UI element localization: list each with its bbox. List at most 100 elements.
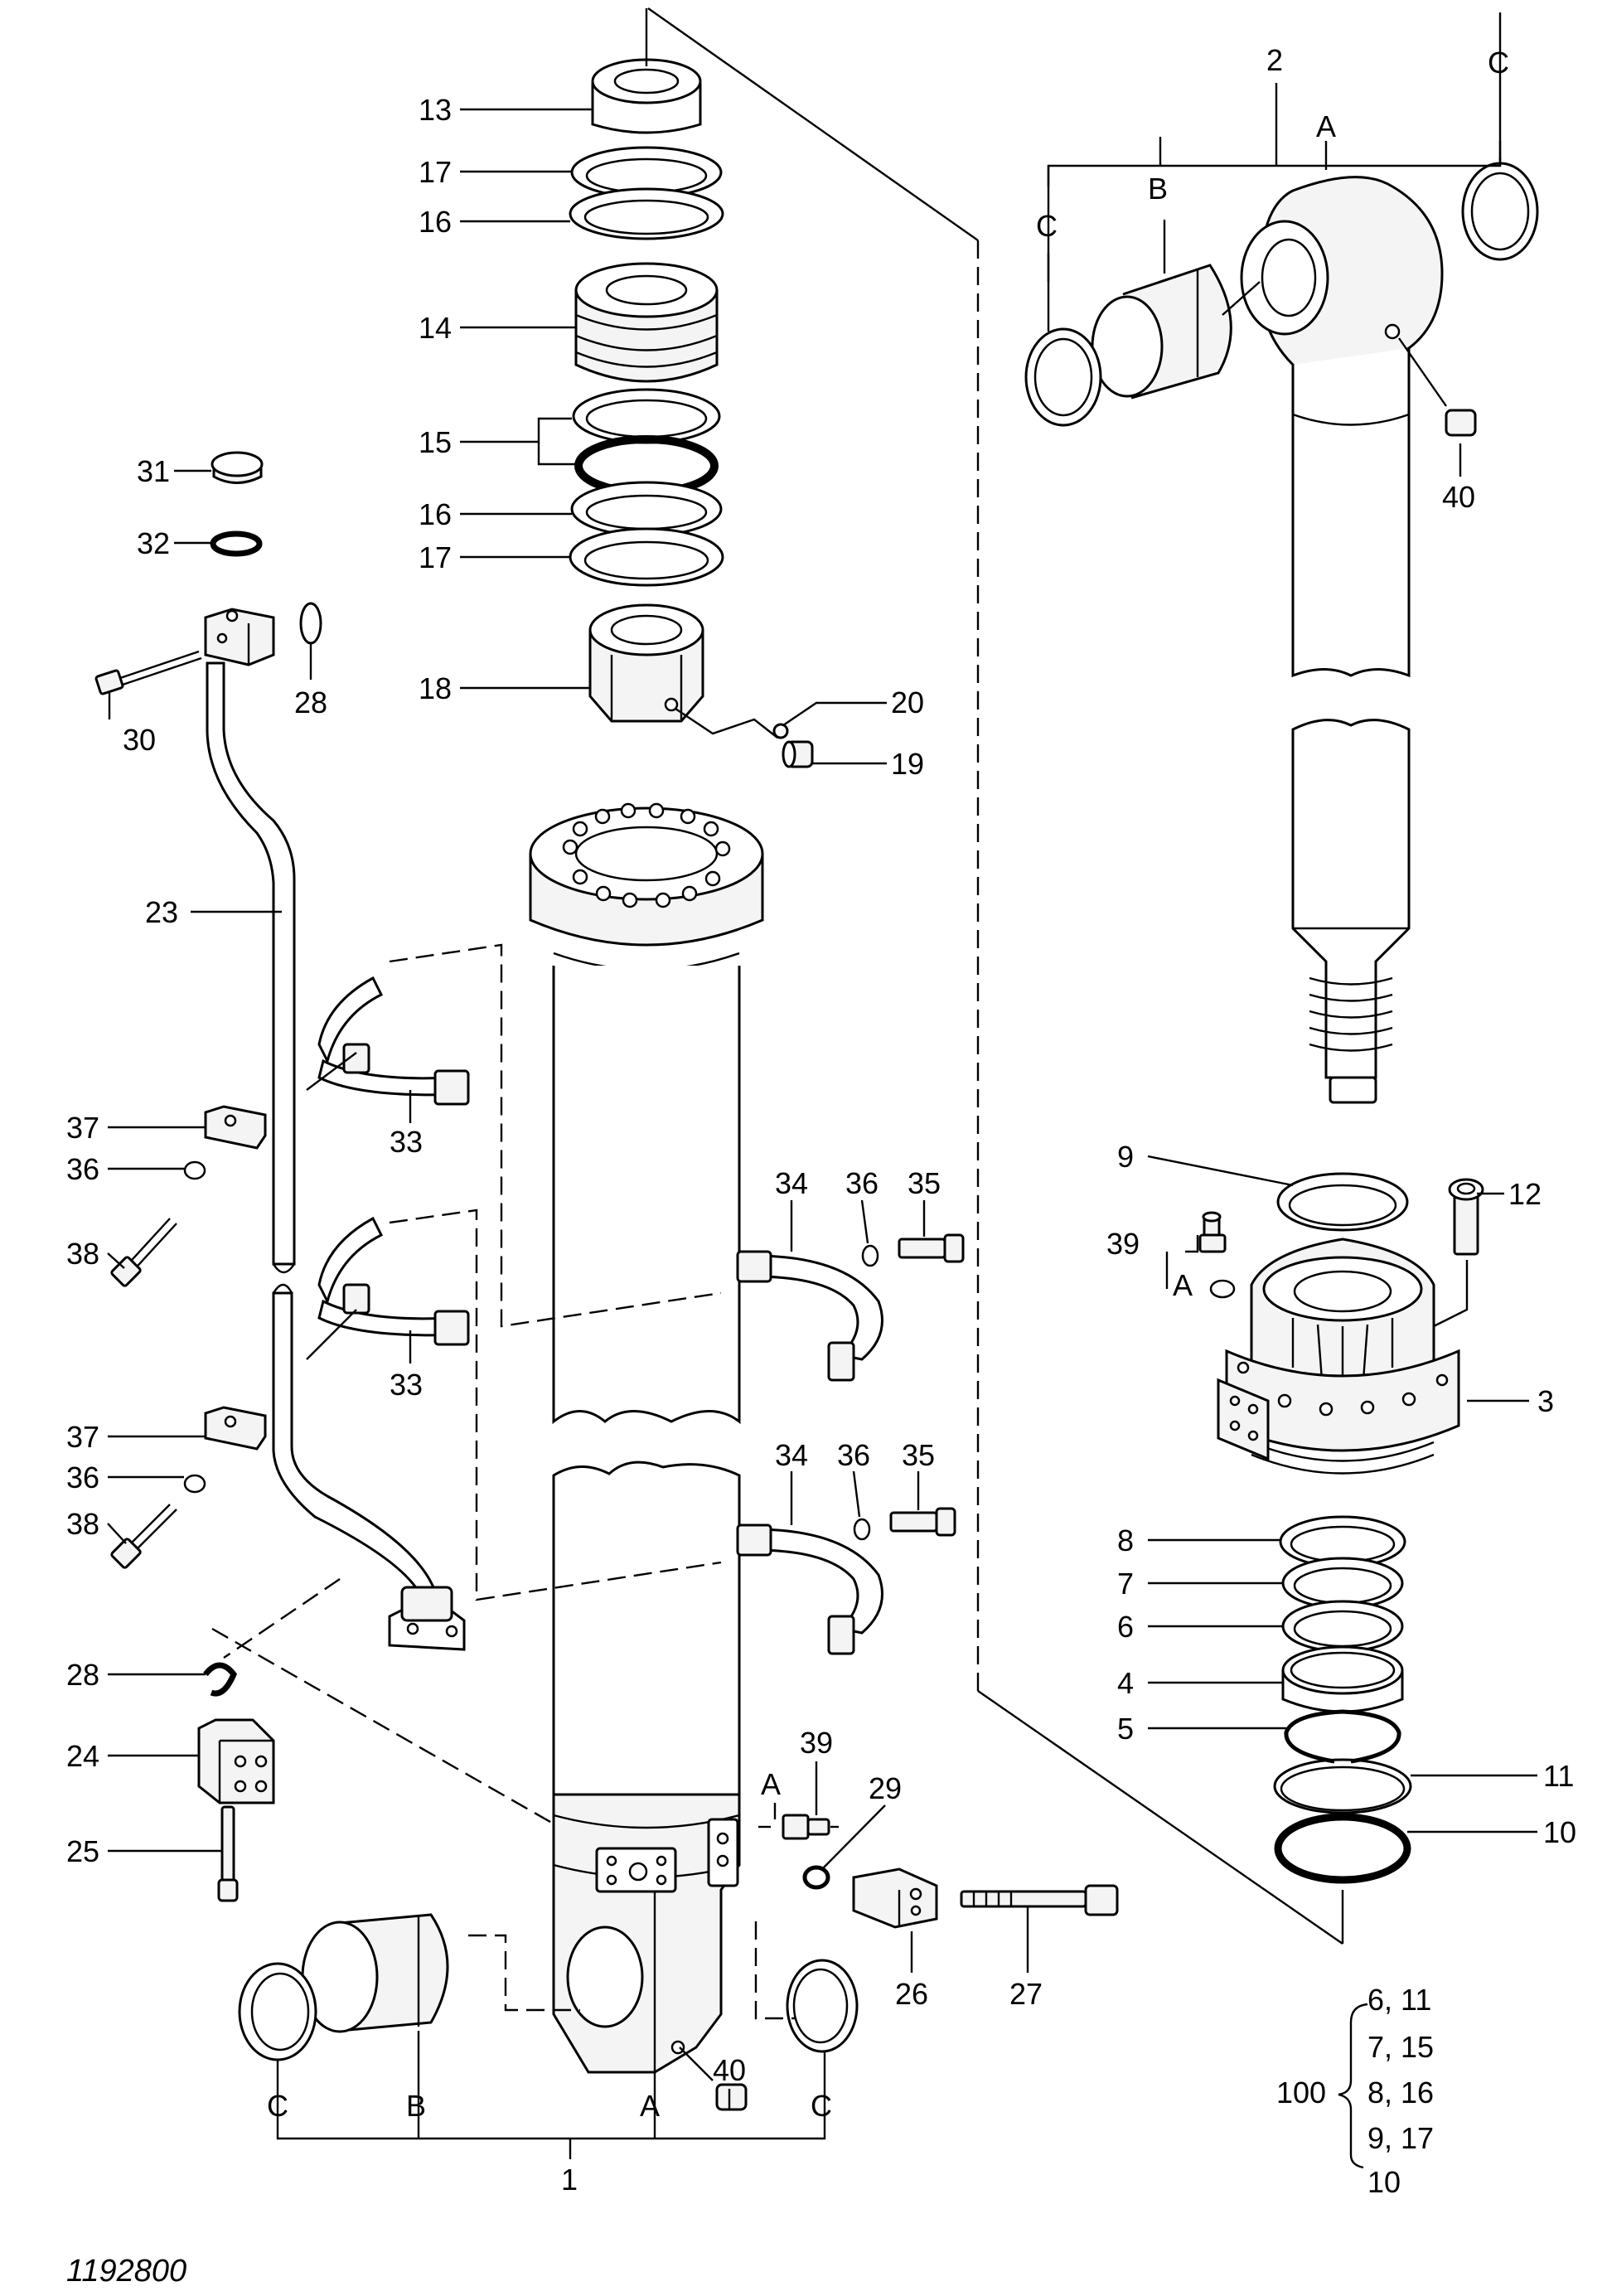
seal-c-tube-right: [786, 1959, 859, 2053]
washer-36-left-lower: [183, 1474, 206, 1494]
letter-a-39-tube: A: [761, 1767, 781, 1801]
label-31: 31: [137, 454, 170, 488]
piston-stack: [569, 8, 814, 768]
letter-b-tube: B: [406, 2089, 426, 2123]
bolt-35-lower: [889, 1507, 956, 1537]
label-36a: 36: [66, 1152, 99, 1186]
cylinder-tube-1: [529, 802, 764, 2074]
block-24: [197, 1718, 275, 1804]
label-39b: 39: [1106, 1227, 1140, 1261]
label-39a: 39: [800, 1726, 833, 1760]
label-1: 1: [561, 2163, 578, 2197]
seal-c-head-right: [1461, 162, 1539, 261]
flange-bolt-holes: [562, 802, 731, 908]
label-34b: 34: [775, 1438, 808, 1472]
label-13: 13: [419, 93, 452, 127]
seal-c-tube-left: [238, 1962, 317, 2061]
label-3: 3: [1537, 1384, 1554, 1418]
label-12: 12: [1508, 1177, 1542, 1211]
label-8: 8: [1117, 1523, 1134, 1557]
label-37b: 37: [66, 1420, 99, 1454]
label-28a: 28: [294, 685, 327, 719]
o-ring-29: [802, 1865, 830, 1890]
label-35a: 35: [908, 1166, 941, 1200]
clamp-34-lower: [736, 1523, 883, 1655]
spacer-37-lower: [204, 1406, 267, 1451]
seal-c-head-left: [1024, 327, 1102, 427]
kit-row-3: 8, 16: [1367, 2076, 1434, 2110]
letter-c-head-left: C: [1036, 209, 1058, 243]
label-15: 15: [419, 425, 452, 459]
letter-c-tube-left: C: [267, 2089, 288, 2123]
grease-fitting-40-head: [1398, 337, 1477, 437]
label-33b: 33: [390, 1368, 423, 1402]
pipe-block-top: [204, 608, 275, 666]
piston-14: [574, 262, 719, 383]
label-36c: 36: [66, 1460, 99, 1494]
block-26: [852, 1867, 938, 1929]
piston-nut-18: [588, 603, 704, 723]
letter-a-tube: A: [640, 2089, 660, 2123]
label-33a: 33: [390, 1125, 423, 1159]
label-5: 5: [1117, 1712, 1134, 1746]
snap-ring-5: [1284, 1709, 1401, 1764]
label-37a: 37: [66, 1111, 99, 1145]
label-28b: 28: [66, 1658, 99, 1692]
label-35b: 35: [902, 1438, 935, 1472]
label-36b: 36: [845, 1166, 879, 1200]
label-17a: 17: [419, 155, 452, 189]
label-40a: 40: [713, 2053, 746, 2087]
label-30: 30: [123, 723, 156, 757]
bolt-35-upper: [898, 1233, 965, 1263]
letter-a-head: A: [1316, 109, 1336, 143]
label-23: 23: [145, 895, 178, 929]
label-6: 6: [1117, 1610, 1134, 1644]
label-26: 26: [895, 1977, 928, 2011]
pipe-23: [206, 661, 466, 1651]
screw-25: [217, 1805, 239, 1902]
kit-row-4: 9, 17: [1367, 2121, 1434, 2155]
label-40b: 40: [1442, 480, 1475, 514]
kit-100-table: 100 6, 11 7, 15 8, 16 9, 17 10: [1276, 1983, 1434, 2199]
label-14: 14: [419, 311, 452, 345]
clamp-34-upper: [736, 1250, 883, 1382]
grease-fitting-40-tube: [679, 2047, 748, 2111]
piston-rod-2: [1240, 176, 1444, 1104]
clamp-33-lower: [317, 1209, 722, 1601]
label-17b: 17: [419, 540, 452, 574]
bushing-b-head: [1091, 264, 1232, 400]
ring-11: [1273, 1758, 1412, 1814]
label-4: 4: [1117, 1666, 1134, 1700]
letter-labels: A B C C A A C B A C: [267, 46, 1509, 2123]
bolt-12: [1448, 1178, 1484, 1256]
letter-a-39-head: A: [1173, 1268, 1193, 1302]
label-19: 19: [891, 747, 924, 781]
drawing-number: 1192800: [66, 2254, 186, 2289]
leader-lines: [107, 12, 1537, 2159]
label-10: 10: [1543, 1815, 1576, 1849]
o-ring-28-top: [299, 602, 322, 645]
label-16b: 16: [419, 497, 452, 531]
label-7: 7: [1117, 1567, 1134, 1601]
set-screw-19: [782, 740, 814, 768]
letter-c-tube-right: C: [811, 2089, 832, 2123]
wear-ring-13: [591, 8, 702, 134]
label-29: 29: [869, 1771, 902, 1805]
kit-row-5: 10: [1367, 2165, 1401, 2199]
steel-ball-20: [772, 723, 789, 739]
fitting-39-head: [1198, 1211, 1227, 1253]
label-38a: 38: [66, 1237, 99, 1271]
label-36d: 36: [837, 1438, 870, 1472]
bushing-4: [1281, 1645, 1404, 1713]
washer-36-upper: [861, 1244, 879, 1267]
label-27: 27: [1009, 1977, 1043, 2011]
kit-row-1: 6, 11: [1367, 1983, 1431, 2017]
o-ring-28-lower: [203, 1662, 238, 1697]
label-34a: 34: [775, 1166, 808, 1200]
o-ring-10: [1274, 1813, 1411, 1884]
o-ring-39-head: [1209, 1279, 1236, 1299]
callout-labels: 13 17 16 14 15 16 17 18 20 19 31 32 28 3…: [66, 43, 1576, 2197]
clamp-33-upper: [317, 943, 722, 1328]
bolt-30: [94, 650, 202, 695]
